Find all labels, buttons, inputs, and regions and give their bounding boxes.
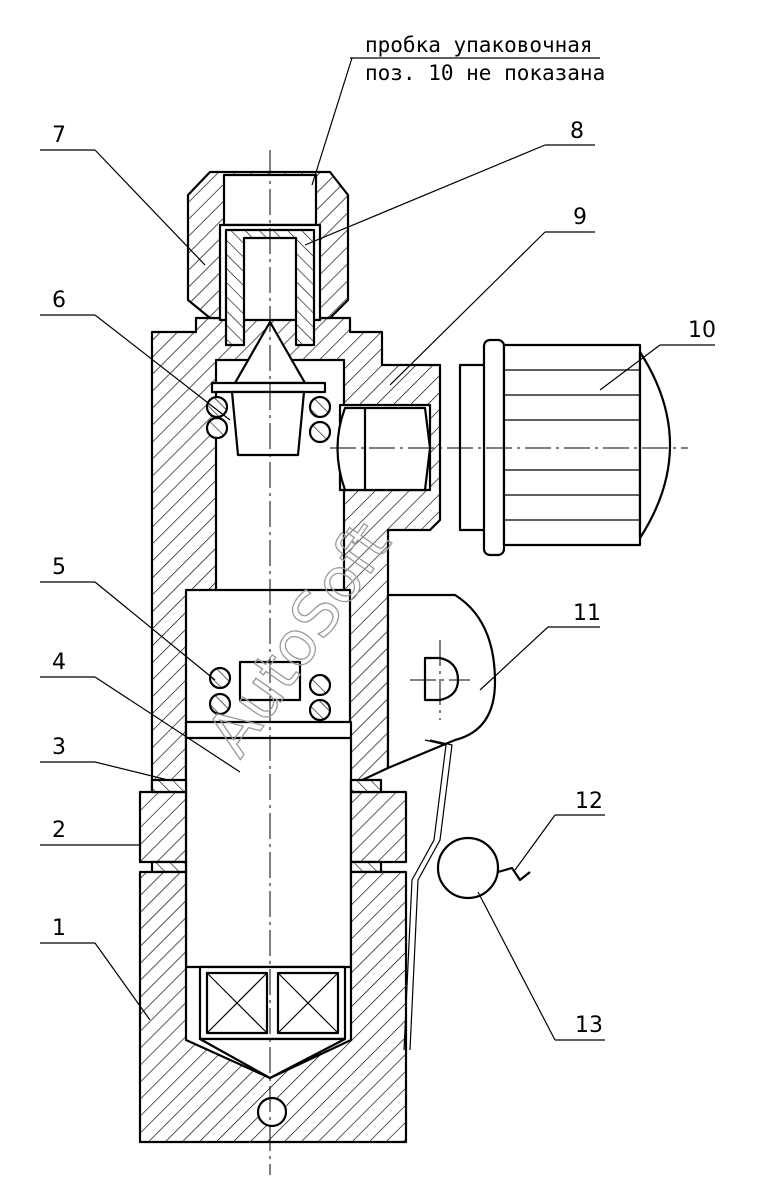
upper-spring: [205, 395, 332, 444]
callout-6: 6: [52, 288, 66, 313]
callout-5: 5: [52, 555, 66, 580]
callout-8: 8: [570, 119, 584, 144]
side-plug: [336, 406, 432, 492]
cap-knurl-lines: [504, 369, 640, 521]
seal-wire: [403, 739, 531, 1051]
note-line-1: пробка упаковочная: [365, 33, 593, 57]
callout-11: 11: [573, 601, 601, 626]
union-nut: [186, 170, 350, 322]
callout-10: 10: [688, 318, 716, 343]
callout-3: 3: [52, 735, 66, 760]
callout-12: 12: [575, 789, 603, 814]
note-line-2: поз. 10 не показана: [365, 61, 605, 85]
callout-7: 7: [52, 123, 66, 148]
center-lines: [269, 150, 688, 1175]
callout-2: 2: [52, 818, 66, 843]
callout-9: 9: [573, 205, 587, 230]
lock-nut: [138, 778, 408, 874]
callout-1: 1: [52, 916, 66, 941]
callout-4: 4: [52, 650, 66, 675]
leader-lines: [40, 57, 715, 1041]
callout-13: 13: [575, 1013, 603, 1038]
base: [138, 870, 408, 1144]
packing-plug: [224, 228, 316, 347]
plunger: [184, 720, 353, 969]
